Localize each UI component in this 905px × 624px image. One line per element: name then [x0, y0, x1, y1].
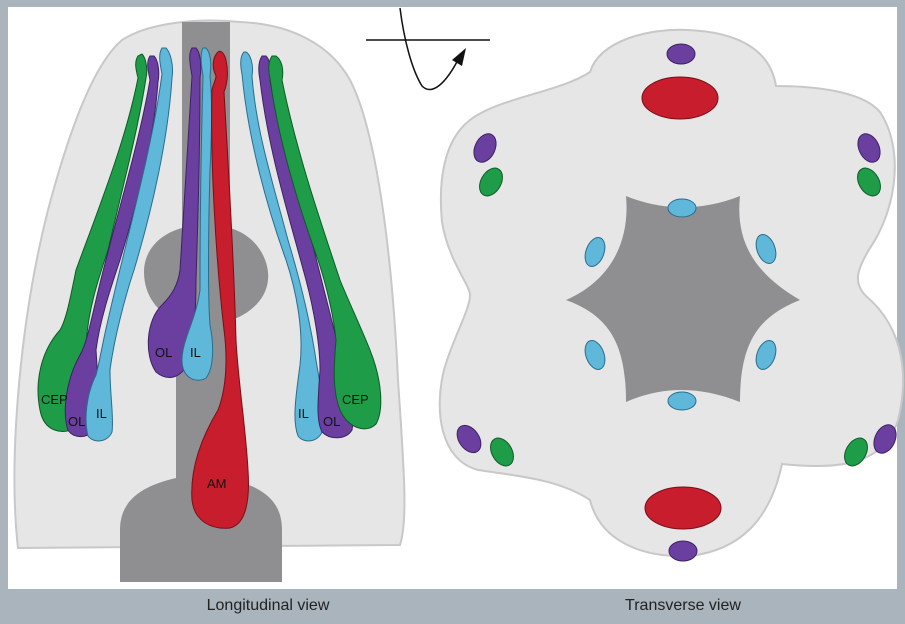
label-left-cep: CEP	[41, 392, 68, 407]
am-neuron-top	[642, 77, 718, 119]
il-neuron-bottom	[668, 392, 696, 410]
caption-transverse-view: Transverse view	[533, 597, 833, 615]
label-left-ol: OL	[68, 414, 85, 429]
transverse-view	[440, 30, 903, 561]
il-neuron-top	[668, 199, 696, 217]
label-right-il: IL	[298, 406, 309, 421]
am-neuron-bottom	[645, 487, 721, 529]
label-left-il: IL	[96, 406, 107, 421]
caption-longitudinal-view: Longitudinal view	[118, 597, 418, 615]
label-right-cep: CEP	[342, 392, 369, 407]
rotation-arrow-icon	[366, 8, 490, 89]
label-am: AM	[207, 476, 227, 491]
label-center-ol: OL	[155, 345, 172, 360]
label-right-ol: OL	[323, 414, 340, 429]
label-center-il: IL	[190, 345, 201, 360]
ol-neuron-bottom	[669, 541, 697, 561]
longitudinal-view: CEP OL IL OL IL AM IL OL CEP	[15, 21, 405, 582]
ol-neuron-top	[667, 44, 695, 64]
